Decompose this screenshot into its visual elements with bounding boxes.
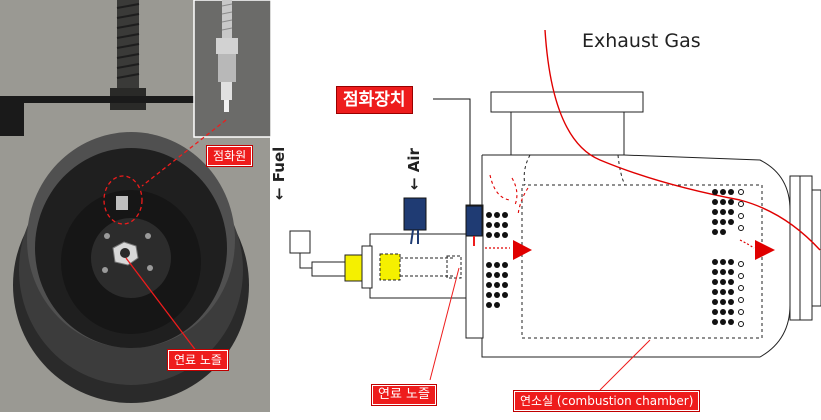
dilution-holes <box>712 189 744 327</box>
ignition-device-label: 점화장치 <box>336 86 413 114</box>
fuel-inlet-label: ← Fuel <box>270 146 288 200</box>
diagram-fuel-nozzle-label: 연료 노즐 <box>372 385 436 405</box>
exhaust-gas-label: Exhaust Gas <box>582 30 701 52</box>
burner-photo <box>0 0 272 412</box>
combustor-schematic <box>289 29 821 391</box>
air-inlet-label: ← Air <box>405 148 423 190</box>
photo-ignition-label: 점화원 <box>207 146 253 166</box>
photo-fuel-nozzle-label: 연료 노즐 <box>168 350 228 370</box>
swirler-holes <box>486 212 508 308</box>
combustion-chamber-label: 연소실 (combustion chamber) <box>514 391 700 411</box>
